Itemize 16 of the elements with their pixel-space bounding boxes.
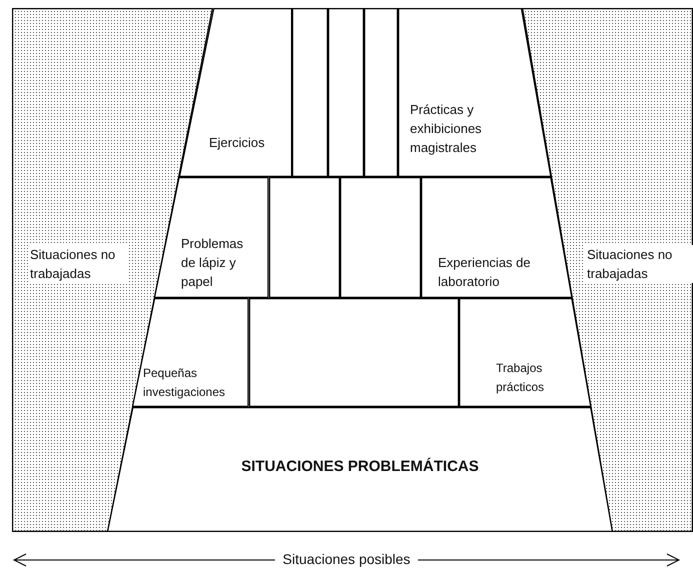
trapezoid-cell: [328, 8, 364, 177]
trapezoid-cell: [292, 8, 328, 177]
cell-label: Prácticas y exhibiciones magistrales: [410, 101, 483, 157]
base-label: SITUACIONES PROBLEMÁTICAS: [240, 457, 480, 476]
region-label: Situaciones no trabajadas: [28, 245, 128, 283]
trapezoid-cell: [364, 8, 398, 177]
cell-label: Ejercicios: [208, 134, 266, 152]
cell-label: Problemas de lápiz y papel: [180, 235, 244, 291]
cell-label: Trabajos prácticos: [496, 360, 546, 396]
cell-label: Experiencias de laboratorio: [438, 254, 532, 291]
region-label: Situaciones no trabajadas: [585, 245, 693, 283]
trapezoid-cell: [340, 177, 421, 298]
cell-label: Pequeñas investigaciones: [142, 365, 226, 401]
axis-label: Situaciones posibles: [274, 551, 418, 567]
trapezoid-cell: [269, 177, 340, 298]
trapezoid-cell: [249, 298, 459, 407]
